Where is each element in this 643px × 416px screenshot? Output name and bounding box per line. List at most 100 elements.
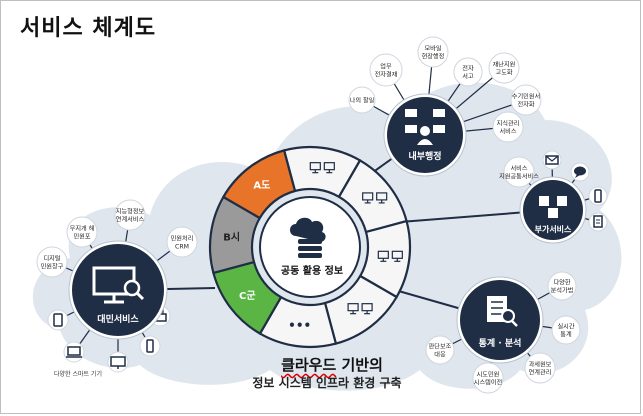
hub-biz: 부가서비스 xyxy=(519,176,587,244)
civil-item-4-text: CRM xyxy=(175,244,189,251)
satellite-nodes: 나의 할일업무전자결재모바일현장행정전자서고재난지원고도화수기민원서전자화지식관… xyxy=(36,36,608,394)
admin-item-2-text: 업무 xyxy=(380,63,392,71)
admin-item-5-text: 재난지원 xyxy=(493,61,516,69)
chat-icon xyxy=(574,166,586,178)
ring-segment-9 xyxy=(221,149,297,220)
biz-icon-4 xyxy=(588,212,608,232)
civil-item-2-text: 무지개 해 xyxy=(70,225,95,233)
stats-item-1-text: 분석가범 xyxy=(551,287,574,295)
admin-item-3-text: 현장행정 xyxy=(422,53,445,61)
stats-item-4-text: 시도민원 xyxy=(477,371,500,379)
caption-line2: 정보 시스템 인프라 환경 구축 xyxy=(252,376,402,390)
monitor-search-icon xyxy=(92,266,145,304)
civil-item-3-text: 지능형정보 xyxy=(116,208,145,216)
biz-item-1-text: 서비스 xyxy=(510,165,527,173)
document-icon xyxy=(593,215,603,228)
civil-item-1-text: 민원창구 xyxy=(41,263,64,271)
tv-icon xyxy=(110,356,126,369)
monitor-pair-icon xyxy=(377,250,403,262)
stats-item-5-text: 대응 xyxy=(434,351,446,359)
admin-item-6-text: 전자화 xyxy=(517,101,534,109)
segment-label-c: C군 xyxy=(239,290,256,302)
hub-label-admin: 내부행정 xyxy=(408,150,441,162)
info-ring: ••• C군 B시 A도 xyxy=(208,145,412,349)
civil-device-3 xyxy=(107,351,129,373)
admin-item-7-text: 서비스 xyxy=(499,128,516,136)
hub-label-biz: 부가서비스 xyxy=(535,224,572,234)
biz-icon-3 xyxy=(588,186,608,206)
hub-civil: 대민서비스 xyxy=(68,240,168,340)
stats-item-3-text: 연계관리 xyxy=(529,369,552,377)
admin-item-4-text: 전자 xyxy=(462,65,474,73)
phone-icon xyxy=(146,339,154,353)
tablet-icon xyxy=(53,313,63,327)
stats-item-1-text: 다양한 xyxy=(553,279,570,287)
civil-item-4-text: 민원처리 xyxy=(171,235,194,243)
envelope-icon xyxy=(545,155,559,165)
stats-item-2-text: 통계 xyxy=(560,331,572,339)
abc-blocks-icon xyxy=(539,196,567,218)
report-search-icon xyxy=(487,296,518,327)
admin-item-2-text: 전자결재 xyxy=(375,71,398,79)
admin-item-1-text: 나의 할일 xyxy=(350,97,375,105)
civil-device-2 xyxy=(63,341,85,363)
civil-device-1 xyxy=(47,309,69,331)
civil-devices-note: 다양한 스마트 기기 xyxy=(54,370,102,378)
civil-item-1-text: 디지털 xyxy=(43,255,60,263)
admin-item-4-text: 서고 xyxy=(462,73,474,81)
monitor-pair-icon xyxy=(347,303,373,315)
org-chart-icon xyxy=(405,109,445,145)
admin-item-3-text: 모바일 xyxy=(424,45,441,53)
stats-item-2-text: 실시간 xyxy=(557,323,574,331)
admin-item-5-text: 고도화 xyxy=(495,70,512,77)
segment-label-a: A도 xyxy=(253,179,270,191)
hub-admin: 내부행정 xyxy=(383,93,467,177)
hub-label-stats: 통계 · 분석 xyxy=(479,337,522,349)
segment-label-b: B시 xyxy=(223,232,240,244)
admin-item-6-text: 수기민원서 xyxy=(512,93,540,101)
caption-line1-rest: 기반의 xyxy=(336,356,383,374)
civil-device-4 xyxy=(139,335,161,357)
page-title: 서비스 체계도 xyxy=(20,16,157,41)
admin-item-7-text: 지식관리 xyxy=(497,120,520,128)
caption-line1: 클라우드 기반의 xyxy=(262,354,402,375)
hub-label-civil: 대민서비스 xyxy=(97,313,139,325)
center-node: 공동 활용 정보 xyxy=(259,196,361,298)
caption-cloud-word: 클라우드 xyxy=(281,356,337,374)
biz-item-1-text: 지원공통서비스 xyxy=(499,173,539,181)
stats-item-5-text: 판단보조 xyxy=(429,343,452,351)
stats-item-3-text: 과세원보 xyxy=(529,361,552,369)
admin-item-1: 나의 할일 xyxy=(348,86,376,114)
center-label: 공동 활용 정보 xyxy=(281,264,343,277)
laptop-icon xyxy=(66,346,82,358)
monitor-pair-icon xyxy=(362,192,388,204)
monitor-pair-icon xyxy=(309,162,335,174)
biz-icon-2 xyxy=(570,162,590,182)
biz-icon-1 xyxy=(542,150,562,170)
civil-item-3-text: 연계서비스 xyxy=(116,216,145,224)
stats-item-4-text: 시스템이전 xyxy=(474,379,503,387)
civil-item-2-text: 민원포 xyxy=(73,233,90,241)
segment-label-more: ••• xyxy=(288,318,311,332)
phone-icon xyxy=(594,189,602,203)
hub-stats: 통계 · 분석 xyxy=(456,276,544,364)
